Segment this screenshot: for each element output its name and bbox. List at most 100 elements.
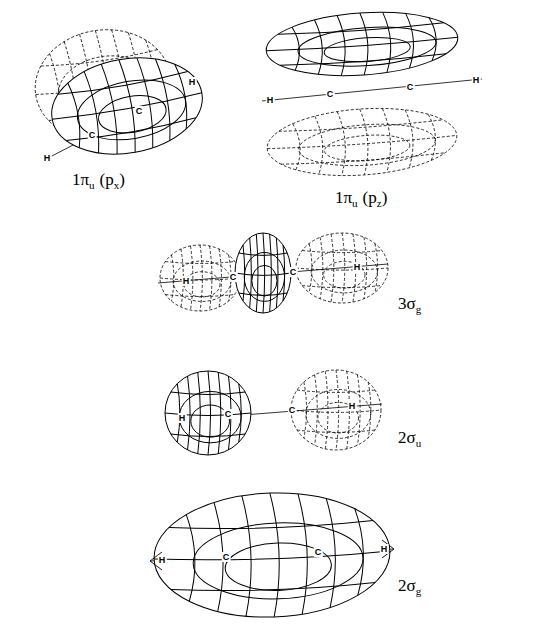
orbital-symbol: 2σ	[398, 576, 416, 595]
mesh-line	[154, 551, 390, 563]
atom-label: C	[222, 552, 231, 562]
mesh-line	[200, 245, 202, 311]
positive-lobe	[235, 233, 291, 313]
mesh-line	[190, 246, 192, 310]
atom-label: C	[289, 267, 298, 277]
lobe-fill	[165, 371, 251, 455]
mesh-line	[297, 390, 375, 392]
mesh-line	[405, 109, 415, 167]
mesh-line	[360, 13, 370, 75]
mesh-line	[326, 498, 337, 607]
subscript: u	[352, 197, 358, 209]
mesh-line	[101, 63, 121, 154]
atom-label: H	[182, 276, 191, 286]
mesh-line	[302, 251, 382, 253]
atom-label: C	[288, 405, 297, 415]
atom-label: C	[314, 547, 323, 557]
positive-lobe	[264, 6, 460, 81]
mesh-line	[188, 376, 191, 450]
mesh-line	[383, 12, 393, 72]
atom-label: H	[472, 75, 481, 85]
atom-label: H	[348, 401, 357, 411]
orbital-symbol: )	[382, 188, 388, 207]
mesh-line	[314, 20, 324, 75]
mesh-line	[208, 371, 211, 455]
mesh-line	[325, 371, 328, 449]
atom-label: H	[158, 555, 167, 565]
mesh-line	[279, 120, 443, 133]
lobe-tip	[150, 540, 394, 570]
lobe-outline	[160, 245, 240, 311]
subscript: u	[89, 179, 95, 191]
atom-label: H	[43, 153, 52, 163]
lobe-outline	[235, 233, 291, 313]
mesh-line	[302, 286, 382, 288]
subscript: z	[377, 197, 382, 209]
negative-lobe	[160, 245, 240, 311]
mesh-line	[137, 57, 157, 148]
mesh-line	[280, 54, 446, 67]
mesh-line	[298, 494, 309, 615]
mesh-line	[270, 493, 281, 617]
orbital-symbol: 2σ	[398, 428, 416, 447]
orbital-label: 2σu	[398, 428, 421, 449]
orbital-symbol: 1π	[335, 188, 352, 207]
subscript: g	[416, 585, 422, 597]
molecular-axis	[262, 79, 482, 101]
mesh-line	[315, 116, 325, 174]
lobe-outline	[165, 371, 251, 455]
lobe-outline	[265, 102, 459, 181]
mesh-line	[315, 375, 318, 445]
mesh-line	[52, 93, 202, 122]
orbital-symbol: (p	[363, 188, 377, 207]
orbital-symbol: 3σ	[398, 294, 416, 313]
mesh-line	[235, 273, 291, 275]
mesh-line	[336, 370, 339, 450]
lobe-outline	[264, 6, 460, 81]
orbital-symbol: 1π	[72, 170, 89, 189]
lobe-fill	[264, 6, 460, 81]
positive-lobe	[165, 371, 251, 455]
mesh-line	[171, 434, 245, 437]
mesh-line	[297, 430, 375, 432]
contour-line	[96, 91, 170, 138]
mesh-line	[169, 520, 373, 531]
mesh-line	[276, 238, 278, 308]
mesh-line	[239, 253, 287, 255]
contour-line	[73, 72, 191, 148]
mesh-line	[337, 111, 347, 175]
positive-lobe	[152, 489, 392, 621]
mesh-line	[296, 268, 388, 270]
mesh-line	[278, 23, 444, 36]
mesh-line	[267, 135, 457, 150]
mesh-line	[320, 237, 323, 299]
positive-lobe	[44, 47, 210, 166]
mesh-line	[360, 109, 370, 175]
mesh-line	[281, 153, 445, 166]
mesh-line	[263, 233, 265, 313]
mesh-line	[84, 71, 103, 153]
mesh-line	[66, 118, 196, 144]
atom-label: C	[326, 89, 335, 99]
orbital-symbol: )	[119, 170, 125, 189]
atom-label: C	[224, 409, 233, 419]
contour-line	[297, 120, 436, 170]
orbital-label: 1πu (pz)	[335, 188, 387, 209]
mesh-line	[198, 372, 201, 454]
mesh-line	[331, 234, 334, 302]
mesh-line	[256, 234, 258, 312]
negative-lobe	[265, 102, 459, 181]
mesh-line	[171, 392, 245, 395]
mesh-line	[293, 123, 302, 169]
mesh-line	[266, 37, 458, 52]
mesh-line	[382, 108, 392, 172]
mesh-line	[186, 514, 196, 601]
lobe-fill	[44, 47, 210, 166]
mesh-line	[406, 13, 416, 68]
mesh-line	[210, 246, 212, 310]
orbital-symbol: (p	[100, 170, 114, 189]
mesh-line	[242, 496, 253, 617]
subscript: x	[114, 179, 120, 191]
lobe-fill	[152, 489, 392, 621]
